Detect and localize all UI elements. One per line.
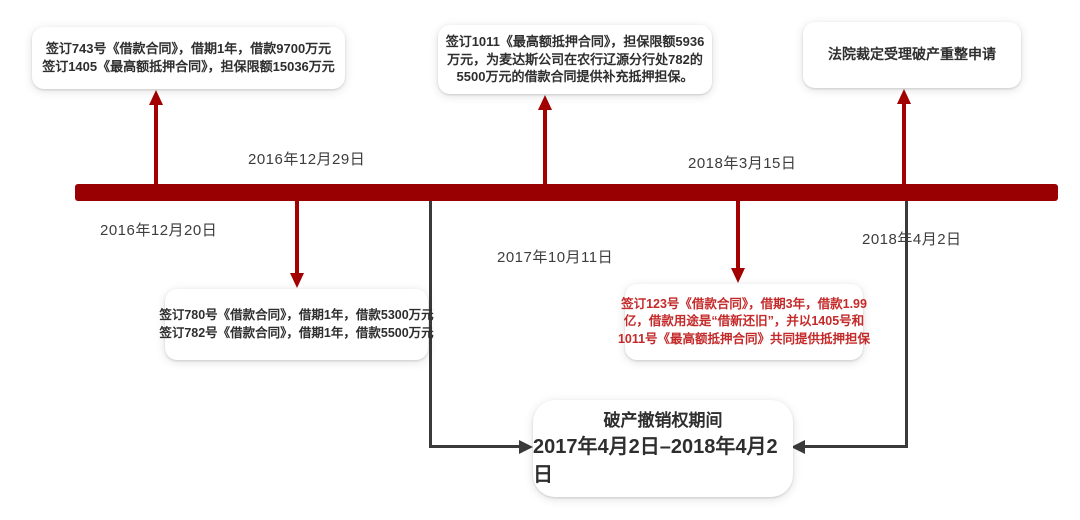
arrow-down-loan123-shaft bbox=[736, 201, 740, 268]
event-card-loan743: 签订743号《借款合同》，借期1年，借款9700万元 签订1405《最高额抵押合… bbox=[32, 27, 345, 89]
event-card-mortgage1011: 签订1011《最高额抵押合同》，担保限额5936 万元，为麦达斯公司在农行辽源分… bbox=[438, 25, 712, 94]
period-connector-right-vertical bbox=[905, 201, 908, 447]
event-card-line: 签订782号《借款合同》，借期1年，借款5500万元 bbox=[159, 325, 434, 340]
arrow-up-icon bbox=[149, 90, 163, 105]
period-range: 2017年4月2日–2018年4月2日 bbox=[533, 436, 778, 487]
period-title: 破产撤销权期间 bbox=[603, 410, 723, 430]
date-label-2016-12-29: 2016年12月29日 bbox=[248, 151, 366, 168]
arrow-up-icon bbox=[897, 89, 911, 104]
date-label-2017-10-11: 2017年10月11日 bbox=[497, 249, 614, 266]
event-card-court: 法院裁定受理破产重整申请 bbox=[803, 22, 1021, 88]
period-connector-left-horizontal bbox=[429, 445, 519, 448]
event-card-loan123: 签订123号《借款合同》，借期3年，借款1.99 亿，借款用途是“借新还旧”，并… bbox=[618, 284, 870, 360]
arrow-down-icon bbox=[290, 273, 304, 288]
event-card-line: 亿，借款用途是“借新还旧”，并以1405号和 bbox=[623, 314, 865, 329]
event-card-line: 5500万元的借款合同提供补充抵押担保。 bbox=[456, 69, 694, 85]
event-card-line: 签订1011《最高额抵押合同》，担保限额5936 bbox=[445, 33, 705, 49]
event-card-line: 1011号《最高额抵押合同》共同提供抵押担保 bbox=[617, 331, 871, 346]
timeline-bar bbox=[75, 184, 1058, 201]
date-label-2018-03-15: 2018年3月15日 bbox=[688, 155, 797, 172]
event-card-line: 万元，为麦达斯公司在农行辽源分行处782的 bbox=[447, 51, 703, 67]
date-label-2018-04-02: 2018年4月2日 bbox=[862, 231, 962, 248]
arrow-up-court-shaft bbox=[902, 102, 906, 184]
event-card-line: 签订123号《借款合同》，借期3年，借款1.99 bbox=[621, 297, 867, 312]
event-card-line: 签订743号《借款合同》，借期1年，借款9700万元 bbox=[45, 41, 332, 57]
event-card-line: 签订780号《借款合同》，借期1年，借款5300万元 bbox=[159, 308, 434, 323]
revocation-period-card: 破产撤销权期间 2017年4月2日–2018年4月2日 bbox=[533, 400, 793, 497]
event-card-loan780: 签订780号《借款合同》，借期1年，借款5300万元 签订782号《借款合同》，… bbox=[159, 289, 434, 360]
event-card-line: 签订1405《最高额抵押合同》，担保限额15036万元 bbox=[42, 59, 335, 74]
date-label-2016-12-20: 2016年12月20日 bbox=[100, 222, 218, 239]
arrow-up-icon bbox=[538, 95, 552, 110]
arrow-left-icon bbox=[791, 440, 805, 454]
period-connector-right-horizontal bbox=[805, 445, 908, 448]
arrow-up-loan743-shaft bbox=[154, 103, 158, 184]
arrow-up-mortgage1011-shaft bbox=[543, 108, 547, 184]
period-connector-left-vertical bbox=[429, 201, 432, 447]
arrow-down-loan780-shaft bbox=[295, 201, 299, 273]
arrow-right-icon bbox=[519, 440, 533, 454]
arrow-down-icon bbox=[731, 268, 745, 283]
event-card-line: 法院裁定受理破产重整申请 bbox=[828, 46, 996, 63]
